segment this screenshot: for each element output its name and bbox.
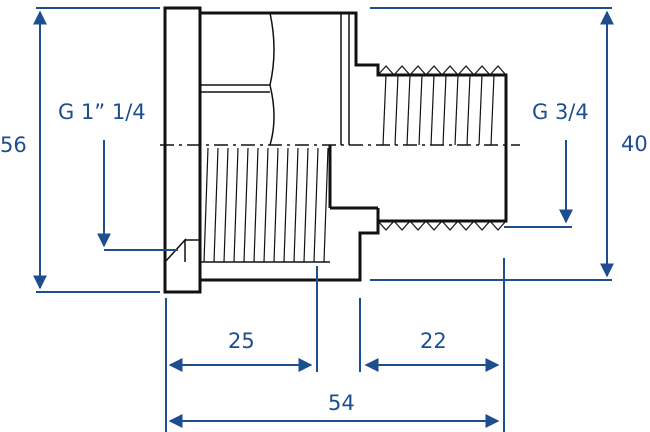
dimension-labels: 56 G 1” 1/4 G 3/4 40 25 22 54 <box>0 100 648 415</box>
label-25: 25 <box>228 329 255 353</box>
label-22: 22 <box>420 329 447 353</box>
female-thread-hatch <box>203 147 329 263</box>
male-thread-hatch <box>382 74 495 146</box>
male-thread-bottom <box>377 220 507 231</box>
part-outline <box>160 6 520 294</box>
label-56: 56 <box>0 133 27 157</box>
label-inner-thread: G 1” 1/4 <box>58 100 146 124</box>
hex-curve <box>269 12 275 146</box>
male-thread-top <box>377 65 507 76</box>
label-40: 40 <box>621 132 648 156</box>
dimensions <box>33 7 614 432</box>
body-silhouette <box>163 6 508 294</box>
label-54: 54 <box>328 391 355 415</box>
label-outer-thread: G 3/4 <box>532 100 589 124</box>
